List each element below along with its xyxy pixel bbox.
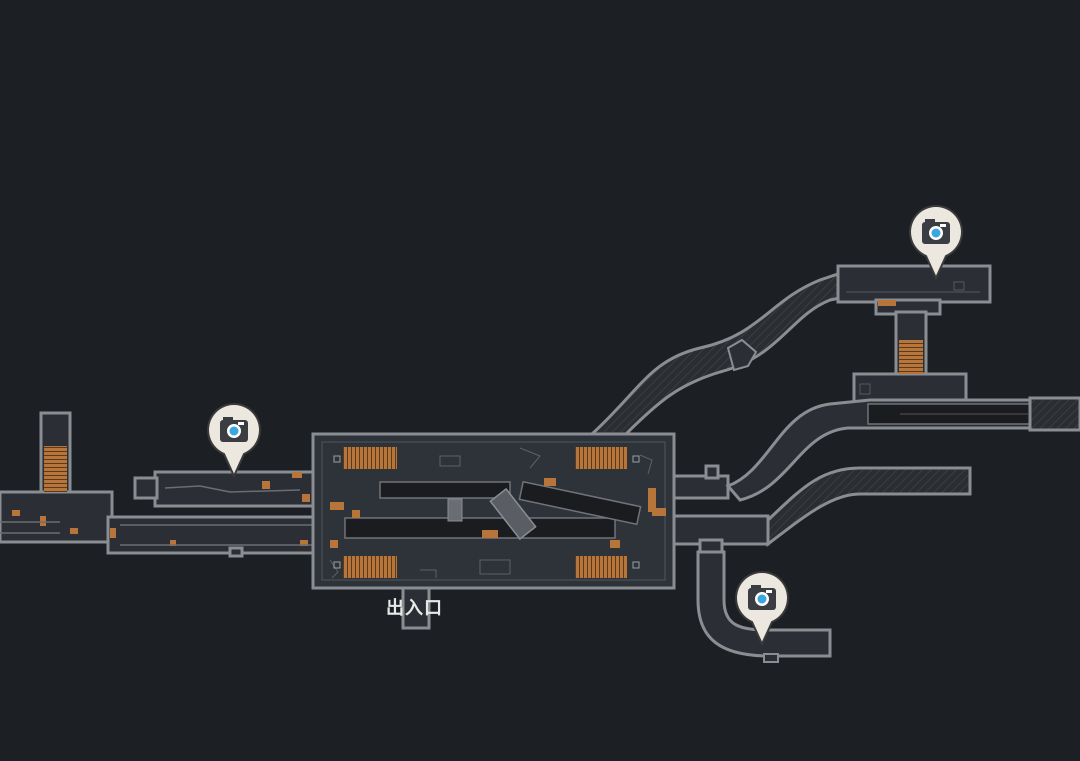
camera-marker-southeast[interactable]	[734, 570, 790, 646]
west-corridor-lower	[106, 515, 318, 555]
camera-icon	[909, 205, 963, 280]
west-corridor-nub	[228, 546, 244, 558]
west-alcove	[133, 476, 159, 500]
west-details	[12, 472, 310, 546]
platform-track-upper	[379, 481, 511, 499]
platform-track-lower	[344, 517, 616, 539]
entrance-label: 出入口	[386, 598, 443, 618]
pillar	[447, 498, 463, 522]
camera-marker-northeast[interactable]	[908, 204, 964, 280]
platform-track-diagonal	[518, 480, 642, 526]
southeast-corridor	[696, 550, 832, 663]
entrance-stub	[401, 586, 431, 630]
concourse-stairs-se	[575, 556, 627, 578]
east-corridors	[672, 464, 770, 554]
concourse-stairs-ne	[575, 447, 627, 469]
west-room	[0, 490, 114, 544]
east-upper-corridor	[725, 396, 1080, 502]
west-track-lines	[0, 485, 312, 546]
northeast-stairs	[899, 340, 923, 374]
camera-icon	[207, 403, 261, 478]
camera-marker-west[interactable]	[206, 402, 262, 478]
central-concourse	[311, 432, 676, 590]
east-lower-tunnel	[766, 466, 972, 548]
northeast-room-details	[846, 281, 980, 395]
northeast-area	[836, 264, 992, 410]
west-stairs	[44, 446, 67, 492]
concourse-stairs-nw	[343, 447, 397, 469]
train-car-tilted	[489, 487, 537, 541]
camera-icon	[735, 571, 789, 646]
concourse-stairs-sw	[343, 556, 397, 578]
